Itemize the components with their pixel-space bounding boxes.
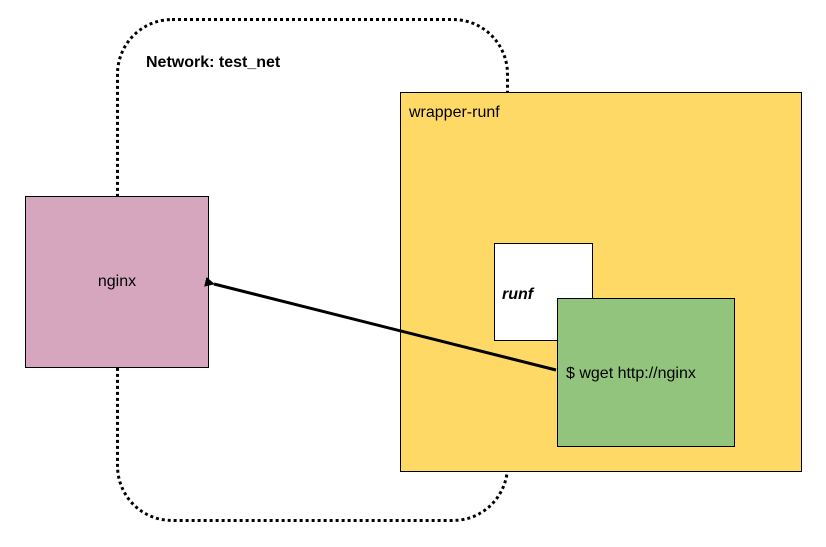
nginx-node: nginx <box>25 196 209 368</box>
runf-label: runf <box>502 286 534 303</box>
nginx-label: nginx <box>97 273 137 290</box>
wget-process-label: $ wget http://nginx <box>566 365 696 382</box>
wget-process-node <box>557 298 735 447</box>
network-label: Network: test_net <box>146 54 281 71</box>
wrapper-runf-label: wrapper-runf <box>409 104 500 121</box>
